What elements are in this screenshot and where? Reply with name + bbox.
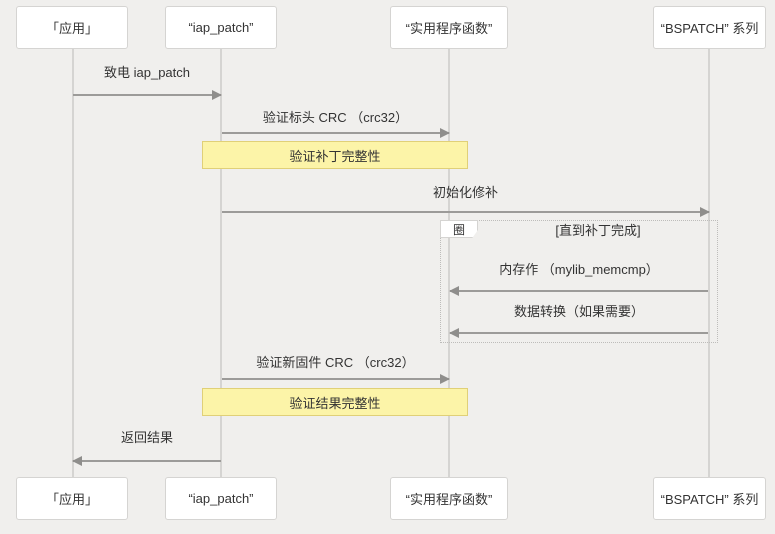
loop-condition: [直到补丁完成]	[555, 223, 641, 238]
participant-iap-bottom: “iap_patch”	[165, 477, 277, 520]
participant-utility-bottom: “实用程序函数”	[390, 477, 508, 520]
loop-label: 圈	[440, 220, 478, 238]
arrow-return-result	[72, 456, 221, 466]
arrow-verify-new-fw-crc	[222, 374, 450, 384]
message-label-data-convert: 数据转换（如果需要）	[513, 304, 644, 319]
arrowhead-right-icon	[212, 90, 222, 100]
note-verify-patch-integrity: 验证补丁完整性	[202, 141, 468, 169]
participant-utility-top: “实用程序函数”	[390, 6, 508, 49]
message-label-verify-new-fw-crc: 验证新固件 CRC （crc32）	[256, 355, 415, 370]
arrow-verify-header-crc	[222, 128, 450, 138]
arrowhead-right-icon	[440, 128, 450, 138]
lifeline-utility	[448, 49, 450, 477]
lifeline-iap-patch	[220, 49, 222, 477]
message-label-init-patch: 初始化修补	[432, 185, 498, 200]
arrowhead-left-icon	[72, 456, 82, 466]
arrowhead-right-icon	[440, 374, 450, 384]
message-label-return-result: 返回结果	[120, 430, 173, 445]
loop-frame	[440, 220, 718, 343]
participant-bspatch-top: “BSPATCH” 系列	[653, 6, 766, 49]
lifeline-bspatch	[708, 49, 710, 477]
message-label-verify-header-crc: 验证标头 CRC （crc32）	[262, 110, 409, 125]
note-verify-result-integrity: 验证结果完整性	[202, 388, 468, 416]
message-label-memory-op: 内存作 （mylib_memcmp）	[499, 262, 659, 277]
participant-app-bottom: 「应用」	[16, 477, 128, 520]
arrow-data-convert	[449, 328, 708, 338]
arrowhead-left-icon	[449, 286, 459, 296]
arrow-memory-op	[449, 286, 708, 296]
arrowhead-right-icon	[700, 207, 710, 217]
message-label-call-iap-patch: 致电 iap_patch	[104, 65, 190, 80]
arrowhead-left-icon	[449, 328, 459, 338]
lifeline-app	[72, 49, 74, 477]
arrow-init-patch	[222, 207, 710, 217]
participant-app-top: 「应用」	[16, 6, 128, 49]
participant-bspatch-bottom: “BSPATCH” 系列	[653, 477, 766, 520]
participant-iap-top: “iap_patch”	[165, 6, 277, 49]
arrow-call-iap-patch	[73, 90, 222, 100]
